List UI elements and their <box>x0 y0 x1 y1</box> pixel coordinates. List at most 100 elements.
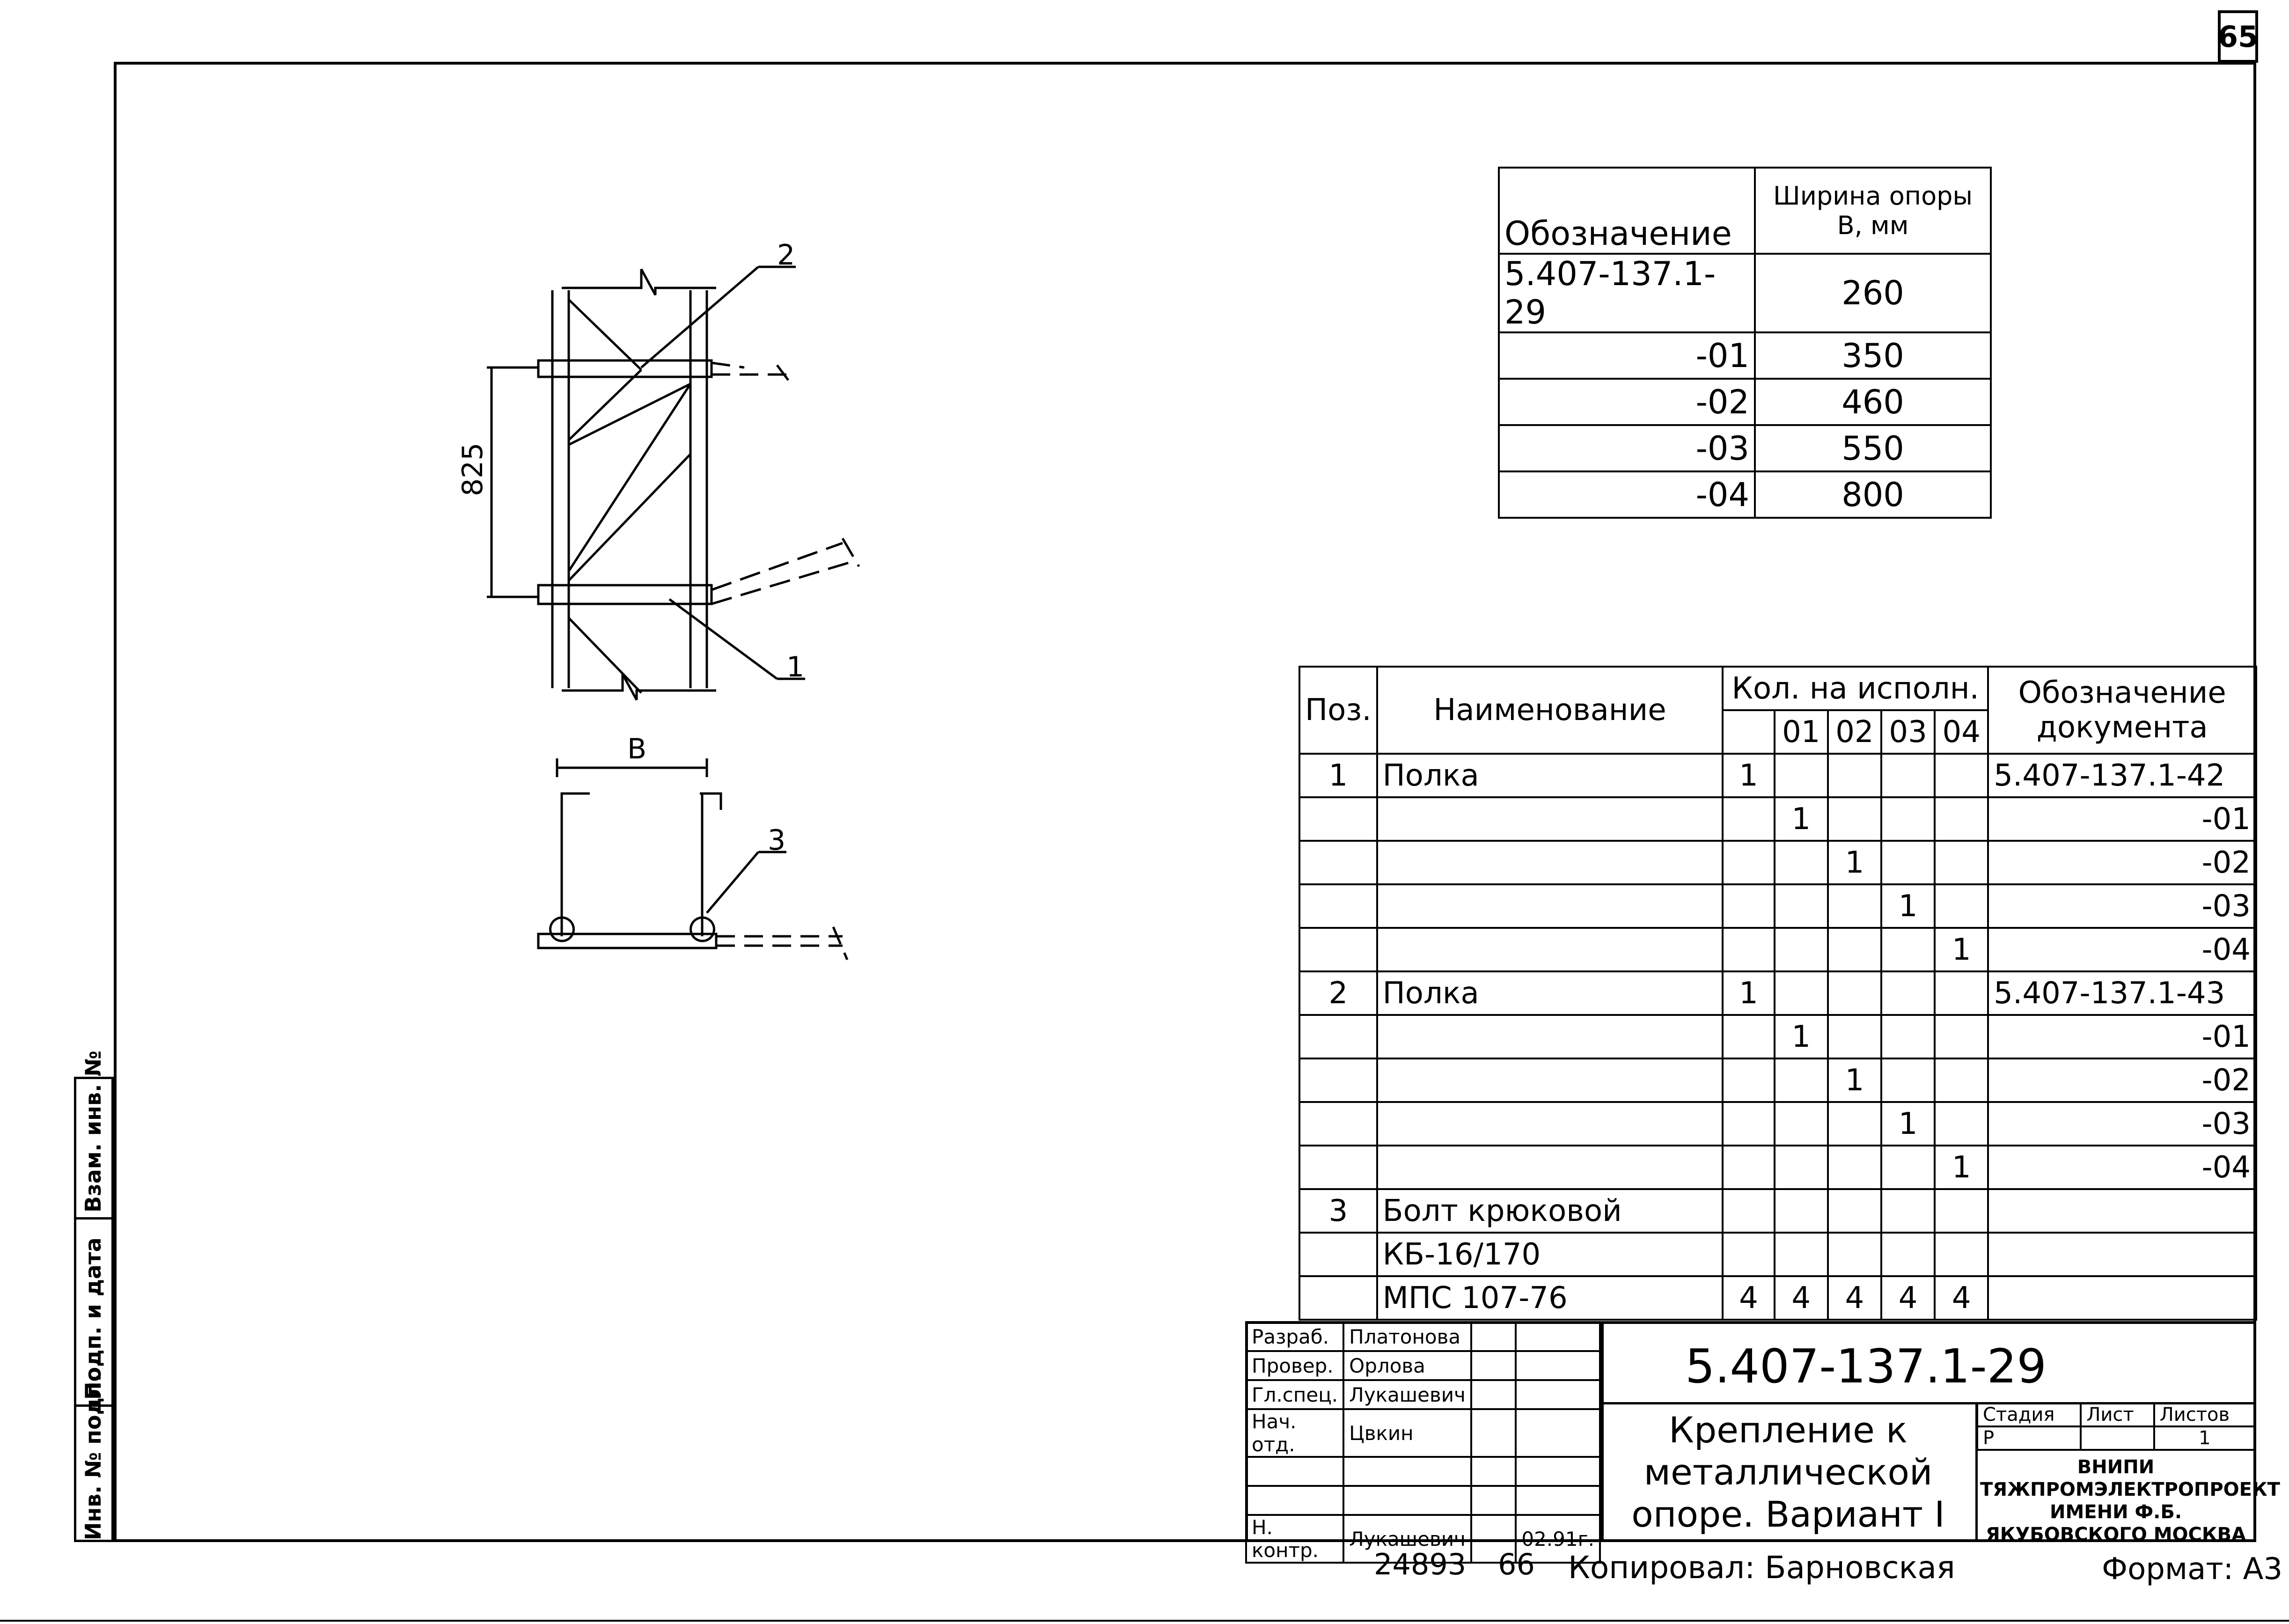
role-label <box>1245 1485 1345 1516</box>
spec-cell-doc: 5.407-137.1-42 <box>1987 753 2257 798</box>
format-label: Формат: А3 <box>2102 1552 2283 1587</box>
spec-cell-q1: 1 <box>1773 796 1829 842</box>
width-row-designation: -03 <box>1497 424 1756 472</box>
width-table-header-width: Ширина опоры В, мм <box>1754 167 1992 255</box>
spec-cell-pos <box>1299 927 1378 972</box>
spec-row: 1-01 <box>1299 1014 2257 1059</box>
spec-header-pos: Поз. <box>1299 666 1378 755</box>
spec-cell-q4 <box>1934 840 1989 885</box>
width-row-designation: -04 <box>1497 470 1756 519</box>
spec-cell-pos <box>1299 883 1378 929</box>
role-signature <box>1470 1350 1517 1381</box>
spec-cell-doc: -03 <box>1987 883 2257 929</box>
spec-cell-q3 <box>1880 840 1936 885</box>
width-row-value: 260 <box>1754 253 1992 333</box>
spec-cell-q2: 1 <box>1827 1058 1883 1103</box>
spec-row: 1 -02 <box>1299 840 2257 885</box>
spec-cell-q4 <box>1934 753 1989 798</box>
role-label: Провер. <box>1245 1350 1345 1381</box>
drawing-title: Крепление к металлической опоре. Вариант… <box>1631 1409 1945 1535</box>
side-inv-orig: Инв. № подл. <box>81 1374 106 1540</box>
spec-cell-pos <box>1299 1275 1378 1321</box>
spec-cell-q1 <box>1773 753 1829 798</box>
spec-cell-name <box>1376 927 1724 972</box>
spec-subcol: 03 <box>1880 709 1936 755</box>
spec-cell-doc: -01 <box>1987 796 2257 842</box>
side-inv-copy: Взам. инв. № <box>81 1051 106 1212</box>
page-number: 65 <box>2218 10 2258 63</box>
spec-cell-doc <box>1987 1232 2257 1277</box>
spec-cell-pos <box>1299 840 1378 885</box>
role-signature <box>1470 1485 1517 1516</box>
spec-cell-doc <box>1987 1188 2257 1234</box>
role-row: Гл.спец.Лукашевич <box>1245 1379 1601 1410</box>
spec-cell-q2 <box>1827 883 1883 929</box>
spec-cell-q0 <box>1722 1014 1775 1059</box>
role-date: 02.91г. <box>1515 1514 1601 1564</box>
spec-cell-q3: 1 <box>1880 1101 1936 1146</box>
role-signature <box>1470 1379 1517 1410</box>
stage-label: Стадия <box>1976 1402 2082 1427</box>
spec-cell-q3 <box>1880 1145 1936 1190</box>
spec-row: 1-04 <box>1299 1145 2257 1190</box>
spec-cell-q1 <box>1773 970 1829 1016</box>
spec-row: 1 -01 <box>1299 796 2257 842</box>
dim-width-label: В <box>627 733 646 765</box>
spec-cell-q2 <box>1827 753 1883 798</box>
spec-header-qty: Кол. на исполн. <box>1722 666 1989 711</box>
spec-cell-q2 <box>1827 1014 1883 1059</box>
spec-cell-q4 <box>1934 1101 1989 1146</box>
doc-code: 5.407-137.1-29 <box>1685 1339 2047 1394</box>
spec-cell-q4: 4 <box>1934 1275 1989 1321</box>
stage-table: Стадия Лист Листов Р 1 <box>1976 1402 2257 1451</box>
stage-value: Р <box>1976 1426 2082 1451</box>
spec-cell-name: МПС 107-76 <box>1376 1275 1724 1321</box>
spec-header-doc: Обозначение документа <box>1987 666 2257 755</box>
width-row-designation: -02 <box>1497 378 1756 426</box>
spec-cell-q3 <box>1880 796 1936 842</box>
spec-cell-q4: 1 <box>1934 927 1989 972</box>
role-label: Н. контр. <box>1245 1514 1345 1564</box>
spec-cell-q4 <box>1934 1014 1989 1059</box>
role-signature <box>1470 1321 1517 1352</box>
spec-cell-q0 <box>1722 840 1775 885</box>
spec-cell-q0 <box>1722 1232 1775 1277</box>
width-row-designation: 5.407-137.1-29 <box>1497 253 1756 333</box>
spec-cell-doc: 5.407-137.1-43 <box>1987 970 2257 1016</box>
spec-cell-q3 <box>1880 1232 1936 1277</box>
spec-cell-q0 <box>1722 927 1775 972</box>
spec-cell-q3 <box>1880 927 1936 972</box>
spec-cell-doc: -01 <box>1987 1014 2257 1059</box>
spec-cell-pos <box>1299 1058 1378 1103</box>
width-row-value: 350 <box>1754 331 1992 380</box>
role-name: Лукашевич <box>1343 1379 1472 1410</box>
spec-cell-pos <box>1299 796 1378 842</box>
spec-cell-pos: 1 <box>1299 753 1378 798</box>
role-row <box>1245 1456 1601 1487</box>
sheet-label: Лист <box>2080 1402 2155 1427</box>
role-name: Цвкин <box>1343 1408 1472 1458</box>
copied-by: Копировал: Барновская <box>1568 1550 1955 1586</box>
spec-subcol <box>1722 709 1775 755</box>
spec-cell-q1 <box>1773 840 1829 885</box>
spec-cell-q4 <box>1934 883 1989 929</box>
spec-cell-q0 <box>1722 1188 1775 1234</box>
spec-cell-q2 <box>1827 1145 1883 1190</box>
spec-cell-q0 <box>1722 883 1775 929</box>
callout-3: 3 <box>768 824 785 857</box>
spec-cell-q2: 1 <box>1827 840 1883 885</box>
width-row-value: 460 <box>1754 378 1992 426</box>
spec-cell-q1 <box>1773 1188 1829 1234</box>
spec-cell-q0: 1 <box>1722 753 1775 798</box>
spec-row: 1-04 <box>1299 927 2257 972</box>
role-date <box>1515 1350 1601 1381</box>
spec-cell-q2 <box>1827 1188 1883 1234</box>
spec-subcol: 02 <box>1827 709 1883 755</box>
spec-cell-q2 <box>1827 970 1883 1016</box>
spec-cell-doc: -02 <box>1987 840 2257 885</box>
width-row-designation: -01 <box>1497 331 1756 380</box>
